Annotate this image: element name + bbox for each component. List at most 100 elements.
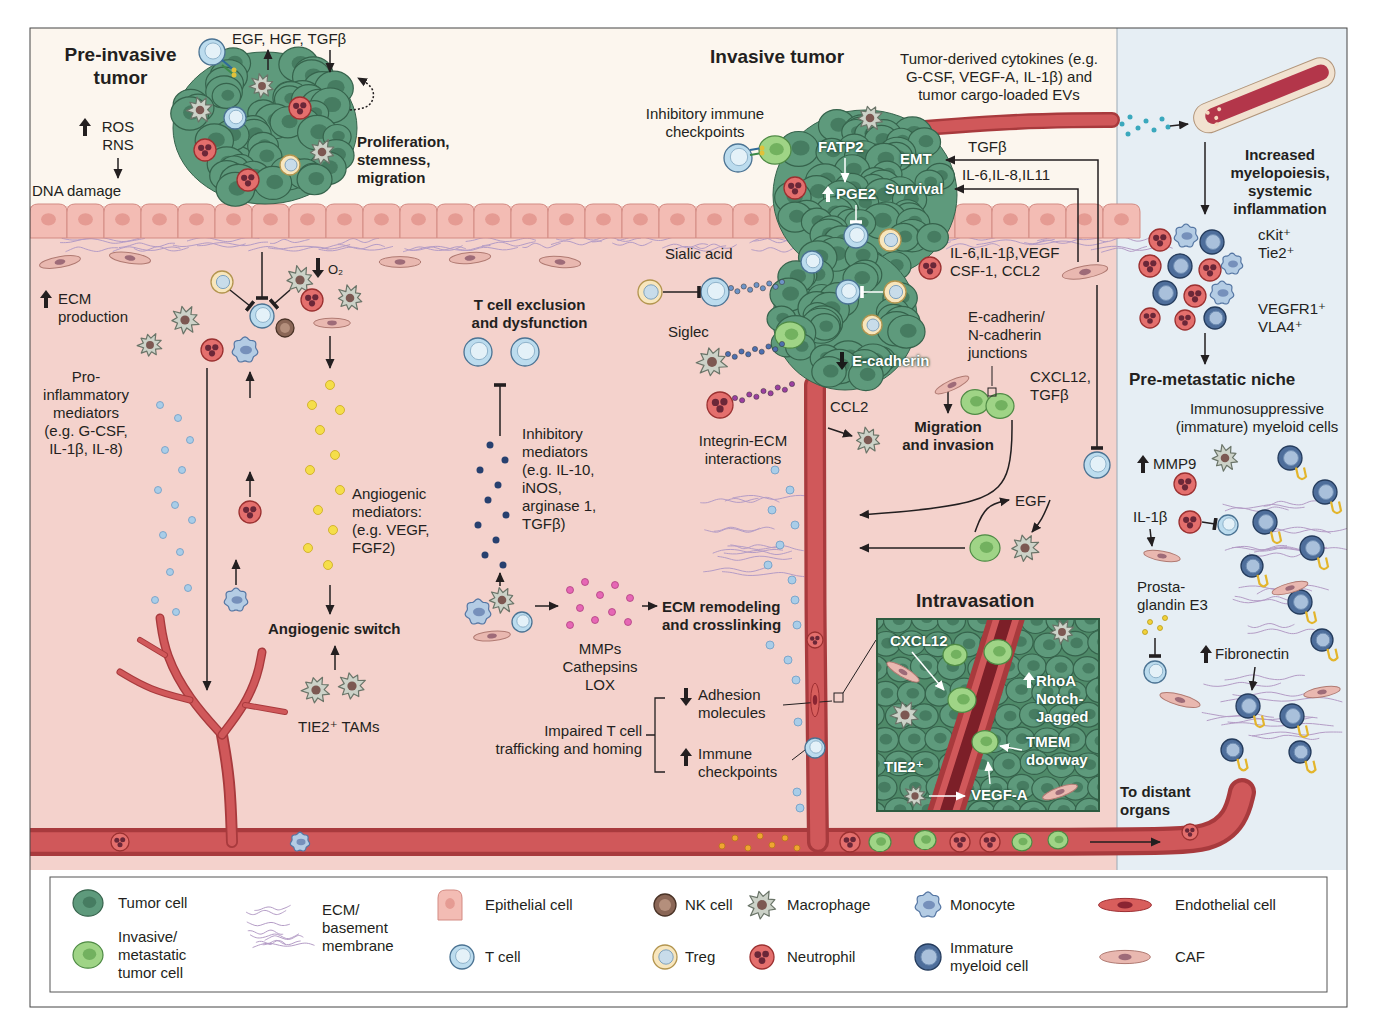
caf: [1285, 584, 1296, 591]
checkpoint-receptor: [232, 73, 237, 78]
epithelial-cell: [363, 204, 400, 238]
caf: [314, 318, 351, 328]
macrophage: [172, 306, 199, 334]
legend-text: NK cell: [685, 896, 733, 914]
invasive-tumor-cell: [1048, 831, 1068, 849]
macrophage: [172, 306, 199, 334]
macrophage: [707, 357, 717, 367]
ecm-fibers: [1249, 735, 1320, 739]
legend-icon: [1118, 954, 1131, 961]
legend-icon: [915, 892, 941, 917]
mediator-dots: [766, 641, 774, 649]
mediator-dots: [782, 835, 788, 841]
mediator-dots: [493, 537, 500, 544]
epithelial-cell: [30, 204, 67, 238]
invasive-tumor-cell: [986, 394, 1014, 419]
macrophage: [338, 673, 365, 699]
bone: [1214, 122, 1219, 127]
tumor-cell: [1055, 662, 1068, 673]
neutrophil: [1210, 264, 1216, 270]
inhibition-line: [261, 252, 263, 298]
monocyte: [465, 599, 491, 624]
ecm-fibers: [457, 247, 518, 250]
tumor-cell: [297, 164, 332, 195]
arrow: [912, 652, 944, 690]
macrophage: [301, 677, 329, 703]
glycan-chain: [782, 387, 787, 392]
t-cell: [1090, 456, 1106, 472]
immature-myeloid-cell: [1159, 286, 1174, 301]
caf: [327, 321, 337, 326]
legend-text: Tumor cell: [118, 894, 187, 912]
tumor-cell: [880, 734, 893, 745]
tumor-cell: [1073, 657, 1100, 682]
legend-icon: [73, 942, 103, 968]
mediator-dots: [609, 609, 616, 616]
legend-icon: [73, 890, 103, 916]
legend-icon: [762, 951, 769, 958]
neutrophil: [312, 294, 318, 300]
increase-arrow: [1200, 645, 1212, 663]
neutrophil: [813, 640, 817, 644]
neutrophil: [1188, 832, 1192, 836]
epithelial-cell: [437, 204, 474, 238]
glycan-chain: [754, 282, 759, 287]
tumor-cell: [993, 752, 1021, 777]
epithelial-cell: [622, 204, 659, 238]
ecm-fibers: [482, 242, 535, 246]
legend-text: Endothelial cell: [1175, 896, 1276, 914]
tumor-cell: [876, 728, 899, 753]
ecm-fibers: [718, 556, 792, 560]
ecm-fibers: [1029, 239, 1081, 245]
mediator-dots: [1120, 115, 1171, 137]
caf: [898, 668, 909, 677]
epithelial-cell: [226, 213, 241, 225]
epithelial-cell: [41, 213, 56, 225]
blood-vessel: [925, 120, 1112, 128]
bracket: [646, 698, 665, 772]
caf: [1061, 262, 1108, 282]
t-cell: [724, 144, 752, 172]
mediator-dots: [162, 447, 169, 454]
legend-icon: [247, 922, 290, 926]
bone: [1189, 53, 1339, 137]
caf: [1061, 262, 1108, 282]
mediator-dots: [1152, 128, 1157, 133]
tumor-cell: [995, 704, 1023, 729]
immature-myeloid-cell: [1253, 510, 1277, 534]
panel-divider: [1117, 28, 1118, 870]
macrophage: [338, 285, 361, 310]
neutrophil: [1188, 291, 1194, 297]
mediator-dots: [167, 569, 174, 576]
macrophage: [346, 294, 355, 303]
invasive-tumor-cell: [986, 394, 1014, 419]
immature-myeloid-cell: [1271, 532, 1281, 544]
epithelial-cell: [659, 204, 696, 238]
node-text: Survival: [885, 180, 943, 198]
glycan-chain: [732, 354, 737, 359]
glycan-chain: [768, 391, 773, 396]
arrow: [350, 78, 373, 110]
neutrophil: [950, 832, 970, 852]
legend-icon: [659, 950, 673, 964]
macrophage: [310, 140, 333, 165]
immature-myeloid-cell: [1288, 590, 1312, 614]
mediator-dots: [152, 597, 159, 604]
tumor-cell: [1027, 660, 1040, 671]
macrophage: [489, 588, 513, 614]
immature-myeloid-cell: [1226, 743, 1240, 757]
ecm-fibers: [1202, 675, 1343, 740]
text-label: Pre-invasive tumor: [48, 44, 193, 90]
t-cell: [836, 280, 860, 304]
mediator-dots: [1128, 115, 1133, 120]
invasive-tumor-cell: [980, 736, 992, 746]
neutrophil: [1140, 308, 1160, 328]
glycan-chain: [773, 284, 778, 289]
tumor-cell: [1086, 678, 1100, 703]
mediator-dots: [793, 621, 801, 629]
mediator-dots: [500, 562, 507, 569]
glycan-chain: [740, 398, 745, 403]
checkpoint-receptor: [760, 151, 765, 156]
text-label: IL-6,IL-1β,VEGF CSF-1, CCL2: [950, 244, 1070, 280]
immature-myeloid-cell: [1254, 716, 1264, 728]
